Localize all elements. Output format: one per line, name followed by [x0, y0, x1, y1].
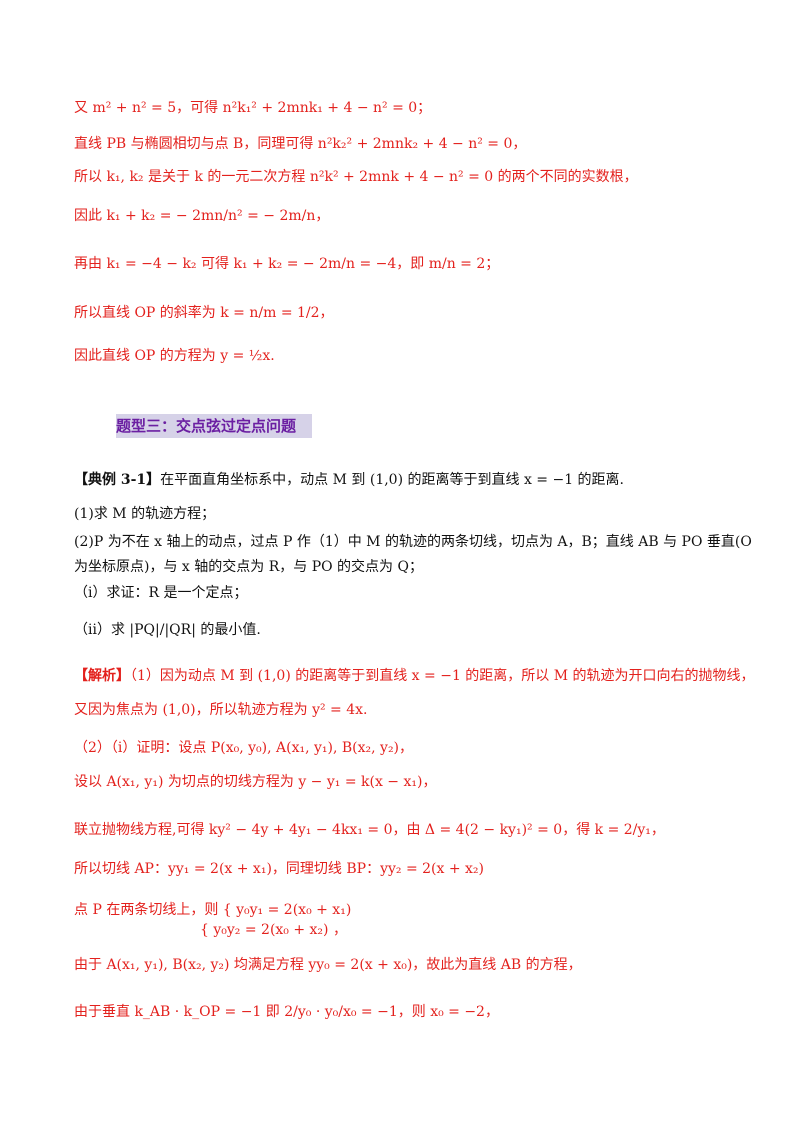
- solution-line-3: （2）（ⅰ）证明：设点 P(x₀, y₀), A(x₁, y₁), B(x₂, …: [74, 740, 414, 756]
- example-question-2a: (2)P 为不在 x 轴上的动点，过点 P 作（1）中 M 的轨迹的两条切线，切…: [74, 534, 752, 550]
- example-question-2b: 为坐标原点)，与 x 轴的交点为 R，与 PO 的交点为 Q；: [74, 559, 423, 575]
- derivation-line-6: 所以直线 OP 的斜率为 k = n/m = 1/2，: [74, 305, 334, 321]
- example-label: 【典例 3-1】: [74, 472, 161, 488]
- derivation-line-1: 又 m² + n² = 5，可得 n²k₁² + 2mnk₁ + 4 − n² …: [74, 100, 432, 116]
- example-question-ii: （ⅱ）求 |PQ|/|QR| 的最小值.: [74, 622, 261, 638]
- derivation-line-5: 再由 k₁ = −4 − k₂ 可得 k₁ + k₂ = − 2m/n = −4…: [74, 256, 500, 272]
- example-question-1: (1)求 M 的轨迹方程；: [74, 506, 216, 522]
- derivation-line-3: 所以 k₁, k₂ 是关于 k 的一元二次方程 n²k² + 2mnk + 4 …: [74, 169, 638, 185]
- solution-line-1: 【解析】（1）因为动点 M 到 (1,0) 的距离等于到直线 x = −1 的距…: [74, 666, 755, 686]
- solution-line-7a: 点 P 在两条切线上，则 { y₀y₁ = 2(x₀ + x₁): [74, 902, 352, 918]
- solution-line-2: 又因为焦点为 (1,0)，所以轨迹方程为 y² = 4x.: [74, 702, 368, 718]
- derivation-line-7: 因此直线 OP 的方程为 y = ½x.: [74, 348, 275, 364]
- solution-line-8: 由于 A(x₁, y₁), B(x₂, y₂) 均满足方程 yy₀ = 2(x …: [74, 957, 582, 973]
- example-question-i: （ⅰ）求证：R 是一个定点；: [74, 585, 248, 601]
- solution-part-1: （1）因为动点 M 到 (1,0) 的距离等于到直线 x = −1 的距离，所以…: [130, 668, 755, 684]
- derivation-line-2: 直线 PB 与椭圆相切与点 B，同理可得 n²k₂² + 2mnk₂ + 4 −…: [74, 136, 527, 152]
- derivation-line-4: 因此 k₁ + k₂ = − 2mn/n² = − 2m/n，: [74, 208, 330, 224]
- solution-line-6: 所以切线 AP：yy₁ = 2(x + x₁)，同理切线 BP：yy₂ = 2(…: [74, 861, 484, 877]
- solution-label: 【解析】: [74, 668, 130, 684]
- solution-line-9: 由于垂直 k_AB · k_OP = −1 即 2/y₀ · y₀/x₀ = −…: [74, 1004, 499, 1020]
- example-stem-line: 【典例 3-1】在平面直角坐标系中，动点 M 到 (1,0) 的距离等于到直线 …: [74, 470, 740, 490]
- solution-line-7b: { y₀y₂ = 2(x₀ + x₂) ，: [200, 922, 347, 938]
- solution-line-4: 设以 A(x₁, y₁) 为切点的切线方程为 y − y₁ = k(x − x₁…: [74, 774, 437, 790]
- section-title: 题型三：交点弦过定点问题: [116, 417, 297, 435]
- section-heading-background: [116, 414, 312, 438]
- example-stem: 在平面直角坐标系中，动点 M 到 (1,0) 的距离等于到直线 x = −1 的…: [160, 472, 625, 488]
- solution-line-5: 联立抛物线方程,可得 ky² − 4y + 4y₁ − 4kx₁ = 0，由 Δ…: [74, 822, 665, 838]
